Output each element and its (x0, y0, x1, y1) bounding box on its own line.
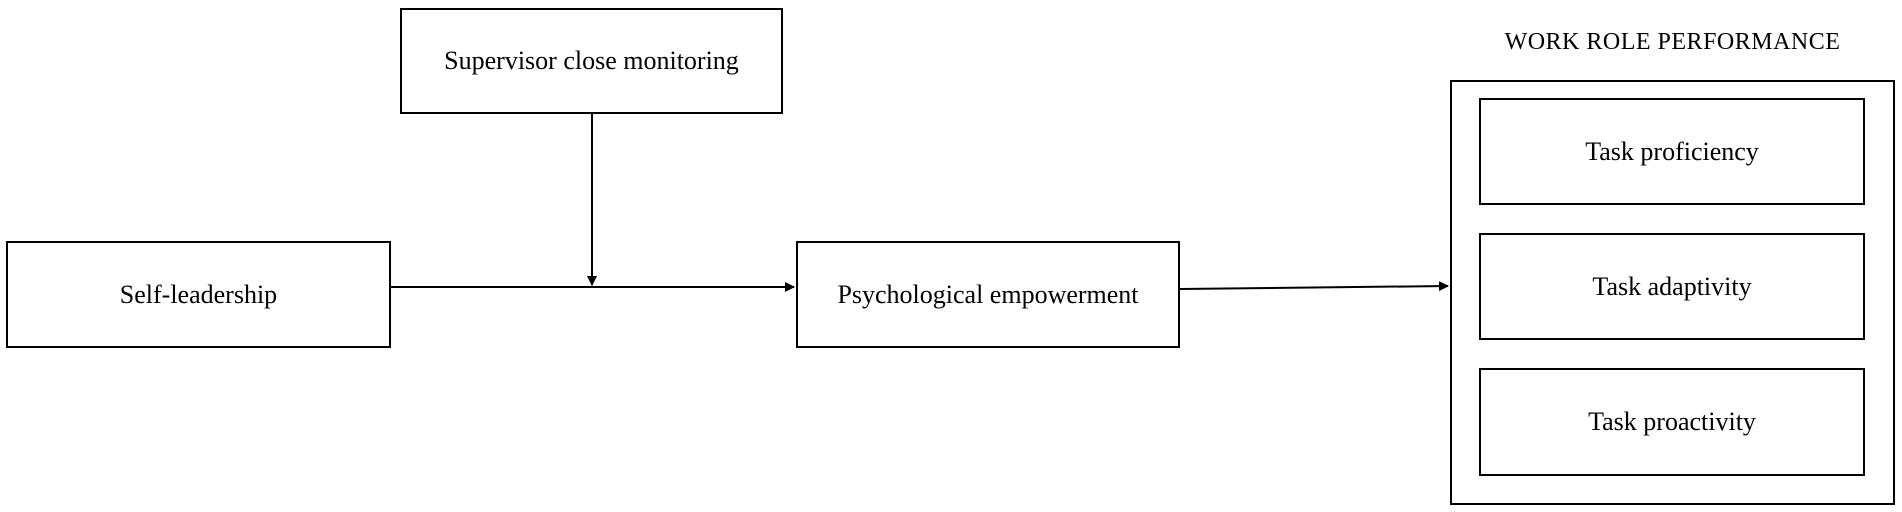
task-proficiency-box: Task proficiency (1479, 98, 1865, 205)
task-adaptivity-box: Task adaptivity (1479, 233, 1865, 340)
task-adaptivity-label: Task adaptivity (1592, 271, 1752, 301)
self-leadership-box: Self-leadership (6, 241, 391, 348)
psychological-empowerment-label: Psychological empowerment (837, 279, 1139, 309)
psychological-empowerment-box: Psychological empowerment (796, 241, 1180, 348)
empowerment-to-work-role-performance-arrow (1179, 281, 1449, 292)
task-proactivity-box: Task proactivity (1479, 368, 1865, 476)
self-leadership-label: Self-leadership (119, 279, 278, 309)
task-proactivity-label: Task proactivity (1588, 407, 1756, 437)
task-proficiency-label: Task proficiency (1585, 136, 1759, 166)
supervisor-close-monitoring-label: Supervisor close monitoring (444, 46, 739, 76)
work-role-performance-title: WORK ROLE PERFORMANCE (1504, 29, 1841, 55)
supervisor-close-monitoring-box: Supervisor close monitoring (400, 8, 783, 114)
